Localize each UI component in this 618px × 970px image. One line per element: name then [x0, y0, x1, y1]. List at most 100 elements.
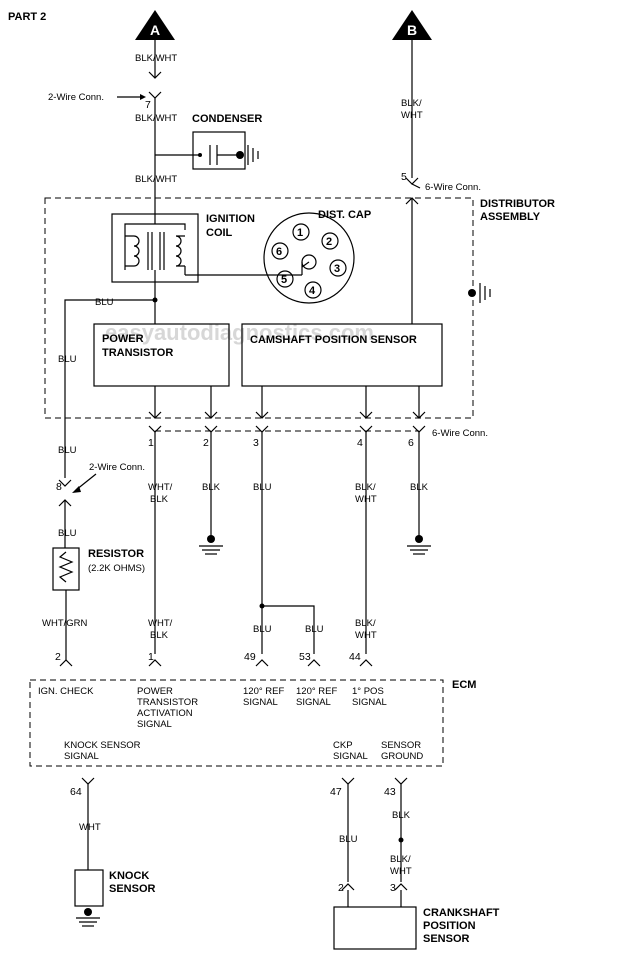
- knock-sensor-label-1: KNOCK: [109, 870, 149, 882]
- arrow-down-icon: [148, 71, 162, 79]
- resistor-zigzag-icon: [58, 551, 74, 583]
- resistor-value: (2.2K OHMS): [88, 563, 145, 574]
- power-transistor-label-1: POWER: [102, 333, 144, 345]
- ecm-pos1-1: 1° POS: [352, 686, 384, 697]
- ckp-label-2: POSITION: [423, 920, 476, 932]
- wire-label-blu-top: BLU: [95, 297, 114, 308]
- ecm-top-pins: [59, 654, 373, 667]
- ecm-sensor-ground-2: GROUND: [381, 751, 423, 762]
- six-wire-pin-3: 3: [253, 437, 259, 449]
- ecm-pin-53: 53: [299, 651, 311, 663]
- wire-label-b-1: BLK/: [401, 98, 422, 109]
- secondary-winding-icon: [175, 235, 185, 267]
- ecm-pt-signal-4: SIGNAL: [137, 719, 172, 730]
- wire-label-blk-pin2: BLK: [202, 482, 221, 493]
- dist-cap-label: DIST. CAP: [318, 209, 371, 221]
- ground-icon: [247, 145, 259, 165]
- six-wire-conn-label-bottom: 6-Wire Conn.: [432, 428, 488, 439]
- connector-7-icon: [148, 91, 162, 99]
- svg-text:1: 1: [297, 227, 303, 239]
- svg-text:2: 2: [326, 236, 332, 248]
- ecm-knock-1: KNOCK SENSOR: [64, 740, 141, 751]
- wire-label-wht-blk-1b: BLK: [150, 494, 169, 505]
- power-transistor-label-2: TRANSISTOR: [102, 347, 173, 359]
- wire-label-blk-wht-ckp-1: BLK/: [390, 854, 411, 865]
- wire-label-blk-wht-44b: WHT: [355, 630, 377, 641]
- knock-sensor-label-2: SENSOR: [109, 883, 156, 895]
- six-wire-pin-6: 6: [408, 437, 414, 449]
- ecm-ckp-1: CKP: [333, 740, 353, 751]
- pin-5: 5: [401, 171, 407, 183]
- connector-a-label: A: [150, 22, 160, 38]
- wire-label-blu-left: BLU: [58, 354, 77, 365]
- ecm-ref120a-2: SIGNAL: [243, 697, 278, 708]
- ecm-pin-43: 43: [384, 786, 396, 798]
- wire-label-wht-blk-2b: BLK: [150, 630, 169, 641]
- ground-icon-pin2: [199, 535, 223, 555]
- pin-8: 8: [56, 481, 62, 493]
- ckp-pins: [341, 883, 408, 891]
- wire-label-blu-resistor: BLU: [58, 528, 77, 539]
- wire-label-wht: WHT: [79, 822, 101, 833]
- six-wire-pin-2: 2: [203, 437, 209, 449]
- ecm-pin-2: 2: [55, 651, 61, 663]
- six-wire-pin-4: 4: [357, 437, 363, 449]
- connector-b-label: B: [407, 22, 417, 38]
- camshaft-position-sensor-label: CAMSHAFT POSITION SENSOR: [250, 334, 417, 346]
- ecm-box: [29, 679, 444, 767]
- wire-label-blu-53: BLU: [305, 624, 324, 635]
- ecm-pos1-2: SIGNAL: [352, 697, 387, 708]
- wire-label-blk-wht-4a: BLK/: [355, 482, 376, 493]
- ckp-label-3: SENSOR: [423, 933, 470, 945]
- resistor-label: RESISTOR: [88, 548, 144, 560]
- ignition-coil-label-1: IGNITION: [206, 213, 255, 225]
- svg-text:5: 5: [281, 274, 287, 286]
- svg-text:4: 4: [309, 285, 316, 297]
- condenser-box: [192, 131, 246, 170]
- ecm-pin-47: 47: [330, 786, 342, 798]
- distributor-assembly-label-2: ASSEMBLY: [480, 211, 541, 223]
- distributor-assembly-label-1: DISTRIBUTOR: [480, 198, 555, 210]
- connector-8-icon: [58, 479, 72, 487]
- power-transistor-box: [93, 323, 230, 387]
- wire-label-blk-pin6: BLK: [410, 482, 429, 493]
- ecm-ref120a-1: 120° REF: [243, 686, 284, 697]
- two-wire-conn-label-bottom: 2-Wire Conn.: [89, 462, 145, 473]
- ecm-knock-2: SIGNAL: [64, 751, 99, 762]
- wire-label-blk-wht-44a: BLK/: [355, 618, 376, 629]
- ckp-pin-3: 3: [390, 882, 396, 894]
- six-wire-conn-label-top: 6-Wire Conn.: [425, 182, 481, 193]
- six-wire-pin-1: 1: [148, 437, 154, 449]
- wire-label-blk-wht-b: BLK/WHT: [135, 113, 177, 124]
- knock-sensor-ground-icon: [76, 908, 100, 927]
- ecm-bottom-pins: [81, 777, 408, 785]
- svg-text:6: 6: [276, 246, 282, 258]
- ecm-ign-check: IGN. CHECK: [38, 686, 94, 697]
- ecm-ref120b-1: 120° REF: [296, 686, 337, 697]
- ecm-ref120b-2: SIGNAL: [296, 697, 331, 708]
- wire-label-blk-wht-4b: WHT: [355, 494, 377, 505]
- ecm-pt-signal-3: ACTIVATION: [137, 708, 193, 719]
- pin-7: 7: [145, 99, 151, 111]
- ckp-pin-2: 2: [338, 882, 344, 894]
- connector-a: A: [135, 10, 175, 40]
- ecm-pt-signal-2: TRANSISTOR: [137, 697, 198, 708]
- connector-b: B: [392, 10, 432, 40]
- part-title: PART 2: [8, 11, 46, 23]
- wire-label-blk-ckp: BLK: [392, 810, 411, 821]
- crankshaft-position-sensor-box: [333, 906, 417, 950]
- distributor-output-wires: [148, 386, 426, 419]
- ecm-label: ECM: [452, 679, 476, 691]
- camshaft-position-sensor-box: [241, 323, 443, 387]
- wire-label-blk-wht-a: BLK/WHT: [135, 53, 177, 64]
- ground-icon-pin6: [407, 535, 431, 555]
- wire-label-blu-pin3: BLU: [253, 482, 272, 493]
- ecm-pin-1: 1: [148, 651, 154, 663]
- connector-5-icon: [405, 177, 419, 185]
- ecm-sensor-ground-1: SENSOR: [381, 740, 421, 751]
- svg-text:3: 3: [334, 263, 340, 275]
- ignition-coil-label-2: COIL: [206, 227, 233, 239]
- wire-label-blu-left-2: BLU: [58, 445, 77, 456]
- condenser-label: CONDENSER: [192, 113, 262, 125]
- cap-terminals: 1 2 3 4 5 6: [271, 223, 347, 299]
